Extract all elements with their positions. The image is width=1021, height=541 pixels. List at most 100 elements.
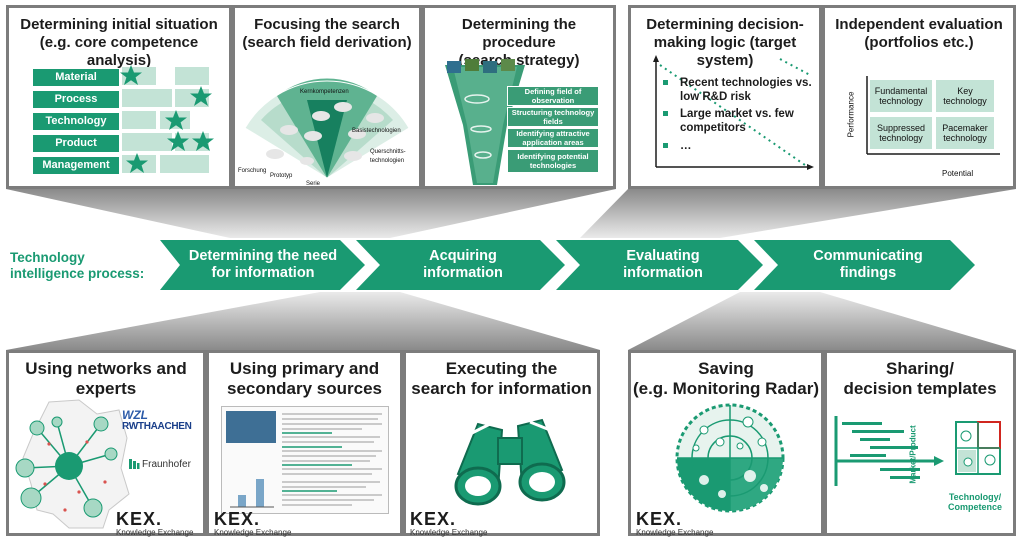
panel-title: Saving (e.g. Monitoring Radar) bbox=[631, 359, 821, 399]
procedure-step-3: Identifying attractive application areas bbox=[507, 128, 599, 148]
title-line-1: Independent evaluation bbox=[835, 16, 1003, 33]
kex-tagline: Knowledge Exchange bbox=[410, 528, 488, 537]
process-arrows bbox=[160, 240, 975, 290]
title-line-2: secondary sources bbox=[227, 379, 382, 398]
procedure-step-2: Structuring technology fields bbox=[507, 107, 599, 127]
kex-logo: KEX. Knowledge Exchange bbox=[214, 509, 292, 537]
logo-wzl: WZL RWTHAACHEN bbox=[122, 408, 192, 433]
title-line-1: Using networks and bbox=[25, 359, 187, 378]
step-line-2: findings bbox=[839, 265, 897, 281]
tile bbox=[122, 111, 156, 129]
step-line-1: Determining the need bbox=[188, 248, 338, 264]
step-line-2: information bbox=[623, 265, 703, 281]
portfolio-axes bbox=[866, 76, 1000, 155]
label-forschung: Forschung bbox=[238, 168, 267, 174]
search-field-fan bbox=[244, 78, 410, 179]
title-line-2: decision templates bbox=[843, 379, 997, 398]
logo-wzl-text: WZL bbox=[122, 408, 148, 422]
title-line-2: search for information bbox=[411, 379, 592, 398]
process-step-need: Determining the need for information bbox=[178, 248, 348, 282]
procedure-step-4: Identifying potential technologies bbox=[507, 149, 599, 173]
process-label-line-1: Technology bbox=[10, 250, 85, 265]
label-basistechnologien: Basistechnologien bbox=[352, 128, 401, 134]
binoculars-icon bbox=[454, 418, 566, 506]
panel-decision-logic: Determining decision- making logic (targ… bbox=[628, 5, 822, 189]
title-line-2: (search field derivation) bbox=[242, 34, 412, 51]
kex-logo: KEX. Knowledge Exchange bbox=[116, 509, 194, 537]
decision-item-2: Large market vs. few competitors bbox=[680, 108, 794, 134]
monitoring-radar bbox=[675, 403, 785, 513]
situation-label-process: Process bbox=[33, 91, 119, 108]
situation-label-material: Material bbox=[33, 69, 119, 86]
tile bbox=[160, 155, 209, 173]
doc-photo bbox=[226, 411, 276, 443]
title-line-2: (e.g. core competence analysis) bbox=[39, 34, 199, 69]
doc-text-lines bbox=[282, 413, 382, 506]
label-serie: Serie bbox=[306, 181, 321, 187]
decision-axes bbox=[653, 55, 814, 170]
title-line-1: Determining initial situation bbox=[20, 16, 218, 33]
list-bullet bbox=[663, 143, 668, 148]
kex-tagline: Knowledge Exchange bbox=[116, 528, 194, 537]
portfolio-cell-key: Key technology bbox=[936, 80, 994, 112]
procedure-step-1: Defining field of observation bbox=[507, 86, 599, 106]
fraunhofer-mark-icon bbox=[129, 459, 140, 469]
step-line-2: for information bbox=[211, 265, 315, 281]
decision-item-1: Recent technologies vs. low R&D risk bbox=[680, 77, 812, 103]
network-map bbox=[15, 399, 130, 529]
step-line-2: information bbox=[423, 265, 503, 281]
tile bbox=[122, 133, 172, 151]
process-label-line-2: intelligence process: bbox=[10, 266, 145, 281]
tile bbox=[175, 67, 209, 85]
kex-brand: KEX. bbox=[214, 509, 261, 529]
panel-title: Determining decision- making logic (targ… bbox=[631, 16, 819, 70]
portfolio-cell-pacemaker: Pacemaker technology bbox=[936, 117, 994, 149]
panel-title: Determining the procedure (search strate… bbox=[425, 16, 613, 70]
situation-label-technology: Technology bbox=[33, 113, 119, 130]
title-line-1: Saving bbox=[698, 359, 754, 378]
title-line-1: Determining the procedure bbox=[461, 16, 577, 51]
title-line-2: (portfolios etc.) bbox=[864, 34, 974, 51]
process-step-acquiring: Acquiring information bbox=[378, 248, 548, 282]
title-line-2: (e.g. Monitoring Radar) bbox=[632, 379, 820, 398]
step-line-1: Communicating bbox=[813, 248, 923, 264]
kex-tagline: Knowledge Exchange bbox=[636, 528, 714, 537]
doc-bar-chart bbox=[230, 479, 274, 508]
kex-brand: KEX. bbox=[116, 509, 163, 529]
template-market-label: Market/Product bbox=[908, 425, 918, 484]
title-line-1: Executing the bbox=[445, 359, 558, 378]
label-kernkompetenzen: Kernkompetenzen bbox=[300, 89, 349, 95]
document-thumbnail bbox=[221, 406, 389, 514]
portfolio-cell-fundamental: Fundamental technology bbox=[870, 80, 932, 112]
process-step-evaluating: Evaluating information bbox=[578, 248, 748, 282]
process-label: Technology intelligence process: bbox=[10, 250, 144, 282]
situation-label-management: Management bbox=[33, 157, 119, 174]
step-line-1: Acquiring bbox=[429, 248, 497, 264]
process-step-communicating: Communicating findings bbox=[778, 248, 958, 282]
title-line-2: making logic (target system) bbox=[653, 34, 797, 69]
step-line-1: Evaluating bbox=[626, 248, 700, 264]
kex-logo: KEX. Knowledge Exchange bbox=[410, 509, 488, 537]
fraunhofer-text: Fraunhofer bbox=[142, 458, 191, 470]
situation-label-product: Product bbox=[33, 135, 119, 152]
list-bullet bbox=[663, 80, 668, 85]
decision-item-3: … bbox=[680, 140, 692, 152]
title-line-2: experts bbox=[75, 379, 137, 398]
tech-line-2: Competence bbox=[947, 502, 1002, 512]
panel-executing: Executing the search for information bbox=[403, 350, 600, 536]
title-line-1: Focusing the search bbox=[254, 16, 400, 33]
panel-title: Independent evaluation (portfolios etc.) bbox=[825, 16, 1013, 52]
panel-title: Using networks and experts bbox=[9, 359, 203, 399]
logo-fraunhofer: Fraunhofer bbox=[128, 458, 191, 470]
kex-brand: KEX. bbox=[636, 509, 683, 529]
title-line-1: Sharing/ bbox=[885, 359, 954, 378]
kex-tagline: Knowledge Exchange bbox=[214, 528, 292, 537]
tech-line-1: Technology/ bbox=[948, 492, 1002, 502]
tile bbox=[122, 89, 172, 107]
kex-brand: KEX. bbox=[410, 509, 457, 529]
panel-title: Executing the search for information bbox=[406, 359, 597, 399]
panel-title: Using primary and secondary sources bbox=[209, 359, 400, 399]
funnel-graphic bbox=[445, 59, 525, 185]
decision-template-graphic bbox=[834, 416, 1001, 486]
